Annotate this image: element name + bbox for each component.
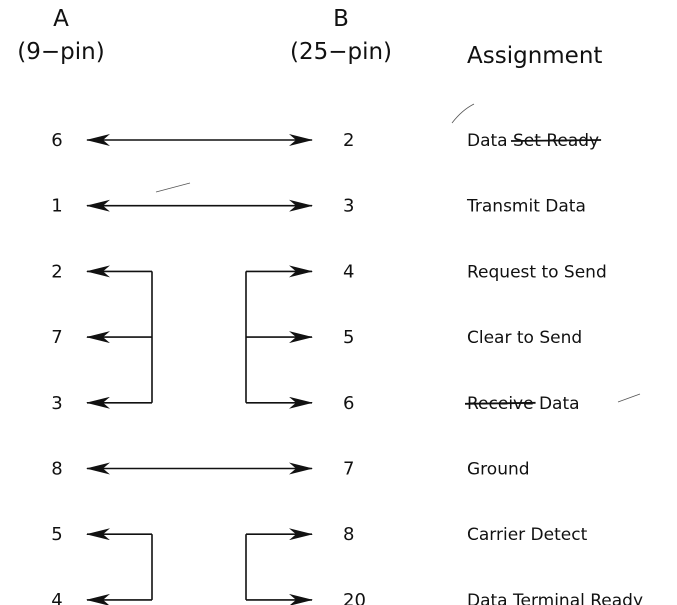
assignment-label: Transmit Data [466,197,586,217]
pin-a-6: 6 [51,130,62,151]
pin-b-5: 5 [343,327,354,348]
pin-b-4: 4 [343,261,354,282]
strikethrough-line [510,139,602,142]
pin-b-20: 20 [343,590,366,605]
pin-a-7: 7 [51,327,62,348]
pin-a-5: 5 [51,524,62,545]
pin-a-4: 4 [51,590,62,605]
pin-b-8: 8 [343,524,354,545]
pin-a-1: 1 [51,196,62,217]
pin-b-2: 2 [343,130,354,151]
column-a-pin-count: (9−pin) [17,39,104,65]
pin-a-2: 2 [51,261,62,282]
assignment-label: Data Terminal Ready [467,591,643,605]
assignment-label: Clear to Send [467,328,582,348]
column-a-letter: A [53,6,69,32]
pin-b-7: 7 [343,459,354,480]
pin-b-3: 3 [343,196,354,217]
assignment-header: Assignment [467,43,602,69]
scan-smudges [155,103,641,403]
pin-a-3: 3 [51,393,62,414]
assignment-label: Carrier Detect [467,525,588,545]
pin-b-6: 6 [343,393,354,414]
pin-a-8: 8 [51,459,62,480]
column-b-pin-count: (25−pin) [290,39,392,65]
strikethrough-marks [464,139,602,405]
column-b-letter: B [333,6,349,32]
strikethrough-line [464,401,536,405]
assignment-label: Request to Send [467,262,607,282]
group-wiring [86,265,313,605]
assignment-label: Ground [467,460,530,480]
